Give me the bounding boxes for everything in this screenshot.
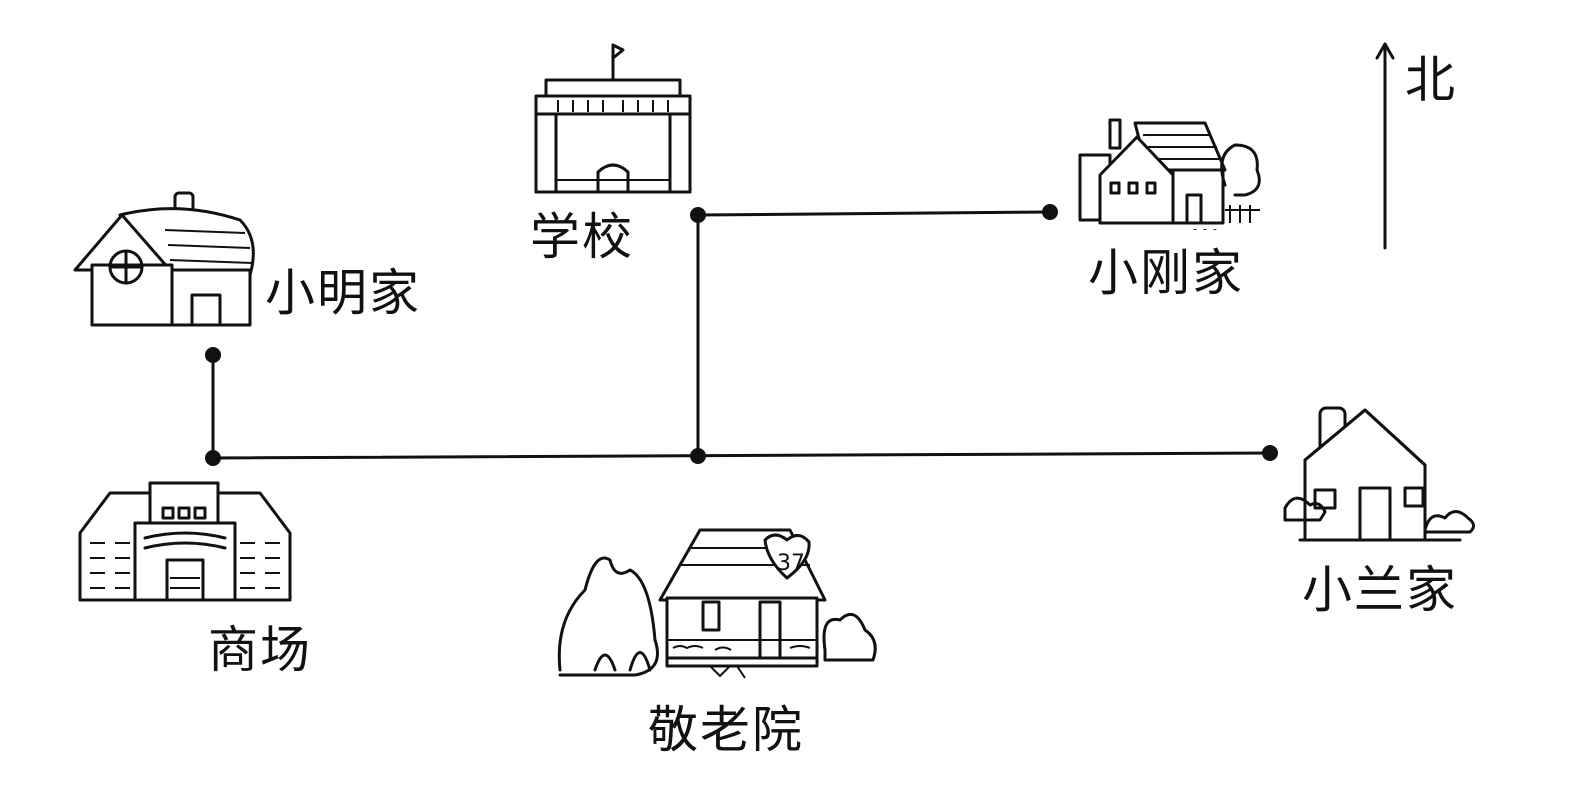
xiaoming-house-icon (73, 191, 255, 327)
north-label: 北 (1405, 51, 1457, 109)
label-nursinghome: 敬老院 (648, 701, 804, 759)
node-xiaoming (205, 347, 221, 363)
label-school: 学校 (530, 208, 634, 266)
xiaolan-house-icon (1283, 406, 1475, 542)
node-mall (205, 450, 221, 466)
node-school (690, 207, 706, 223)
label-xiaolan: 小兰家 (1302, 561, 1458, 619)
node-xiaogang (1042, 204, 1058, 220)
nursinghome-number: 37 (777, 551, 805, 576)
north-arrow (1375, 42, 1395, 250)
label-xiaoming: 小明家 (265, 264, 421, 322)
mall-building-icon (78, 481, 292, 602)
label-xiaogang: 小刚家 (1088, 244, 1244, 302)
school-building-icon (534, 43, 692, 194)
nursinghome-building-icon: 37 (557, 528, 877, 679)
road-main-east-west (211, 451, 1272, 460)
road-school-xiaogang (696, 210, 1052, 217)
label-mall: 商场 (208, 621, 312, 679)
node-xiaolan (1262, 445, 1278, 461)
node-junction (690, 448, 706, 464)
xiaogang-house-icon (1078, 118, 1261, 230)
